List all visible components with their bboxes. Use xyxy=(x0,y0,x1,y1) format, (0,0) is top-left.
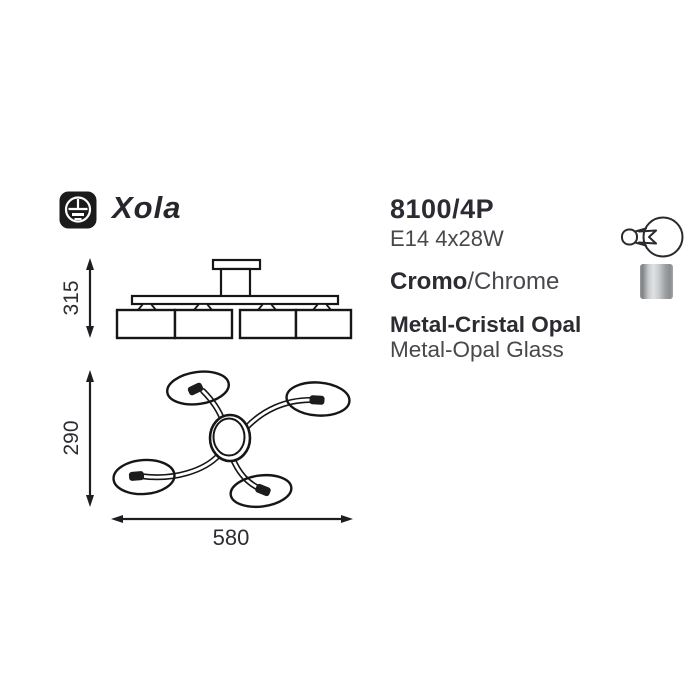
bulb-globe xyxy=(642,216,684,258)
arrowhead-left-icon xyxy=(111,515,123,523)
bulb-stem-top xyxy=(638,229,657,233)
socket-top-right xyxy=(309,395,325,405)
finish-primary: Cromo xyxy=(390,268,468,295)
bulb-neck-top xyxy=(634,227,647,233)
bulb-base xyxy=(621,228,638,246)
finish-spec: Cromo/Chrome xyxy=(390,268,559,296)
arrowhead-right-icon xyxy=(341,515,353,523)
light-bulb-icon xyxy=(621,216,684,258)
canopy-plate xyxy=(211,258,262,271)
logo-circle xyxy=(64,196,92,223)
dim-depth-label: 290 xyxy=(60,420,83,455)
dim-width-label: 580 xyxy=(213,525,250,550)
arm-bottom-left-core xyxy=(138,453,221,479)
socket-top-left xyxy=(187,382,204,396)
dim-height-label: 315 xyxy=(60,280,83,315)
dimension-width: 580 xyxy=(111,515,353,550)
plan-shade-top-left xyxy=(166,370,230,406)
plan-sockets xyxy=(128,382,325,497)
earth-ground-class-icon xyxy=(59,191,97,229)
arrowhead-up-icon xyxy=(86,370,94,382)
arrowhead-down-icon xyxy=(86,495,94,507)
socket-bottom-left xyxy=(128,471,145,481)
plan-shade-bottom-left xyxy=(112,458,176,496)
plan-shade-bottom-right xyxy=(229,473,293,509)
dimension-height: 315 xyxy=(60,258,94,338)
lamp-spec: E14 4x28W xyxy=(390,226,504,251)
side-view xyxy=(115,258,353,340)
arm-bar xyxy=(130,294,340,306)
side-shade xyxy=(294,308,353,340)
arrowhead-down-icon xyxy=(86,326,94,338)
plan-view xyxy=(112,370,351,509)
material-spec: Metal-Cristal Opal Metal-Opal Glass xyxy=(390,312,581,362)
plan-canopy-inner xyxy=(212,417,246,457)
socket-bottom-right xyxy=(255,483,271,497)
model-number: 8100/4P xyxy=(390,194,495,224)
arrowhead-up-icon xyxy=(86,258,94,270)
bulb-neck-bottom xyxy=(634,241,647,247)
bulb-filament-chevron xyxy=(648,229,657,245)
side-shade xyxy=(115,308,177,340)
chrome-finish-swatch xyxy=(640,264,673,299)
material-secondary: Metal-Opal Glass xyxy=(390,337,564,362)
dimension-depth: 290 xyxy=(60,370,94,507)
canopy-stem xyxy=(219,267,252,299)
material-primary: Metal-Cristal Opal xyxy=(390,312,582,337)
finish-secondary: /Chrome xyxy=(467,268,560,295)
bulb-stem-bottom xyxy=(638,241,657,245)
side-shades xyxy=(115,308,353,340)
plan-shades xyxy=(112,370,351,509)
side-shade xyxy=(238,308,298,340)
side-shade xyxy=(173,308,234,340)
arm-top-right-core xyxy=(244,398,316,430)
plan-shade-top-right xyxy=(285,381,351,417)
brand-name: Xola xyxy=(112,190,182,225)
